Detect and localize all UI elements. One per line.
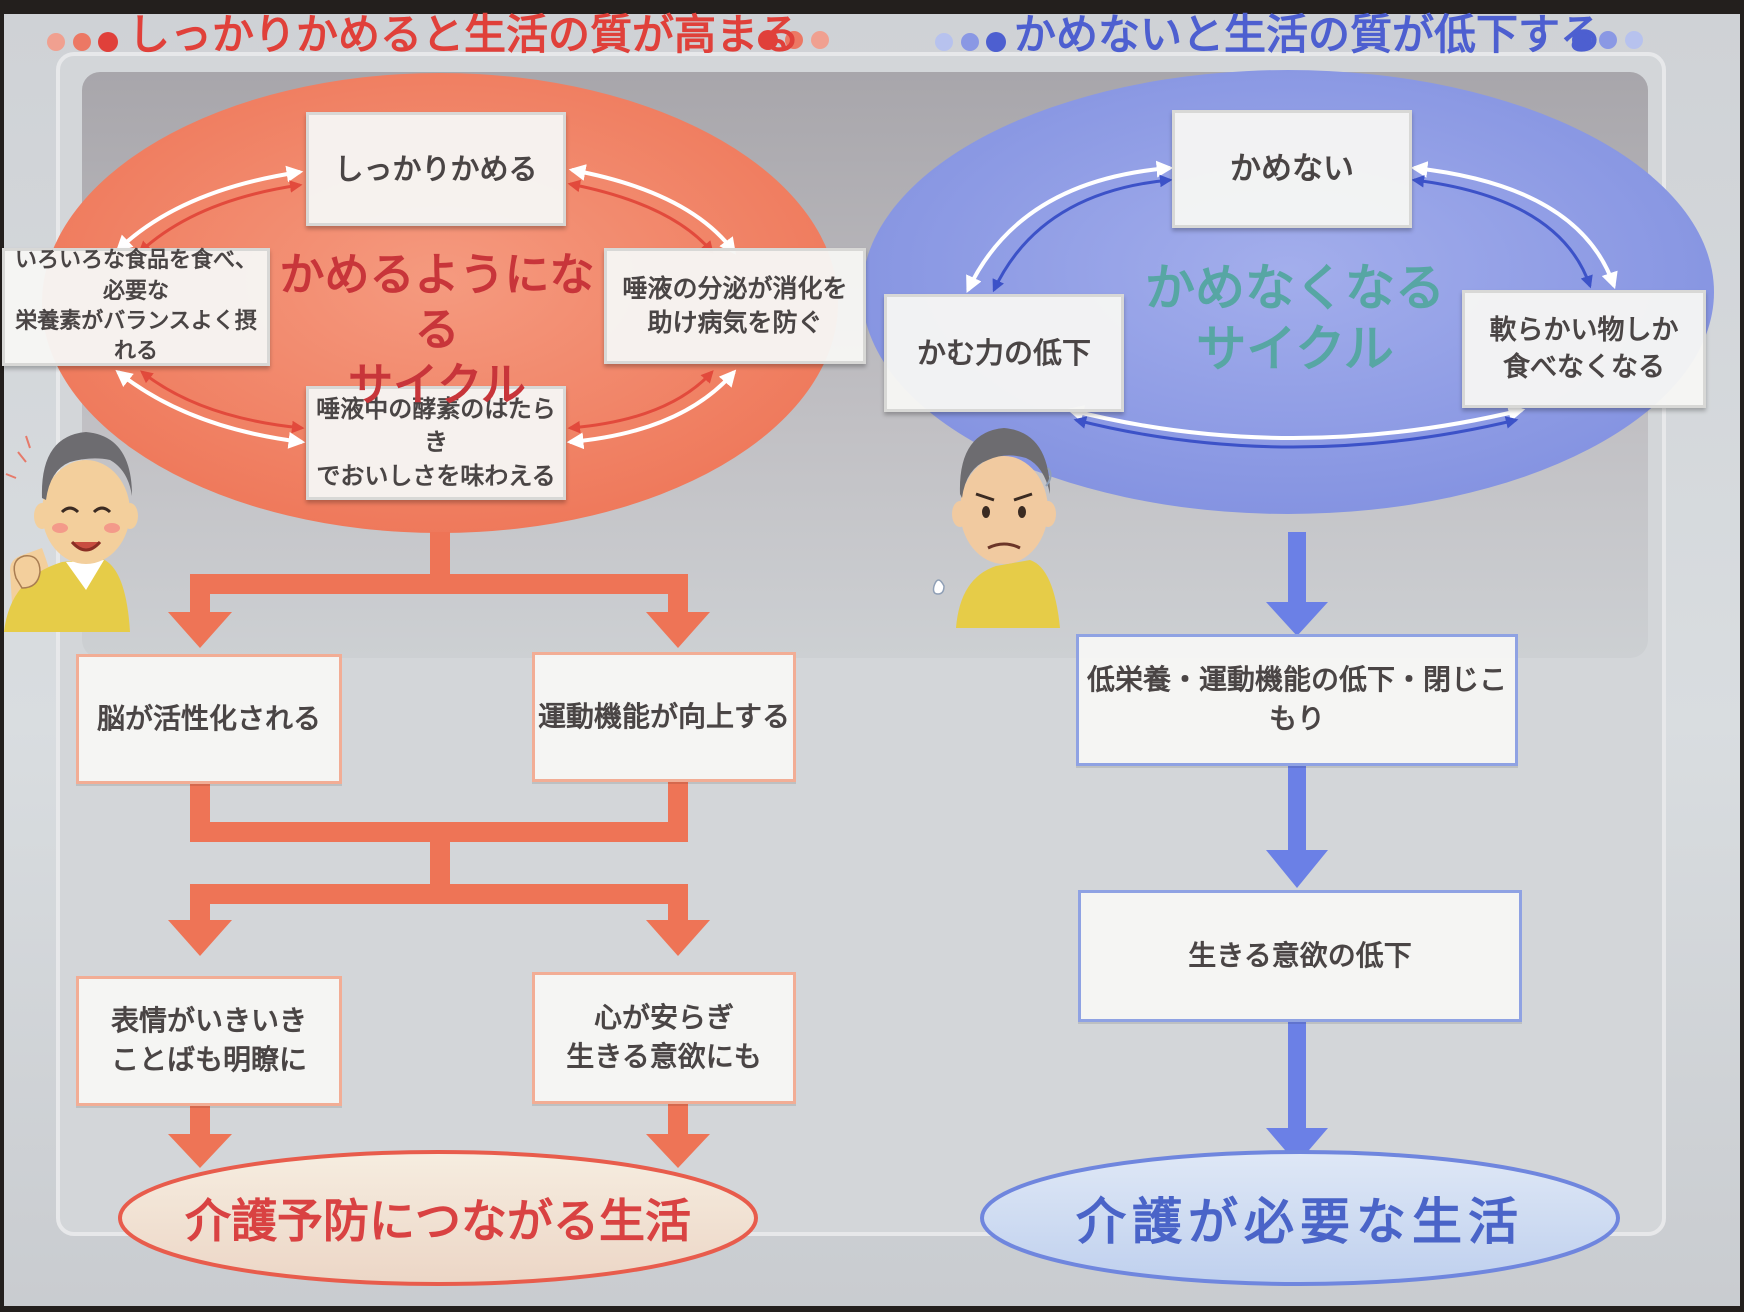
warm-outcome-ellipse: [118, 1150, 758, 1286]
cycle-node-cannot-chew: かめない: [1172, 110, 1412, 228]
effect-peace-of-mind: 心が安らぎ 生きる意欲にも: [532, 972, 796, 1104]
cool-flow-connectors: [1266, 532, 1328, 1164]
left-heading: しっかりかめると生活の質が高まる: [128, 10, 801, 59]
smiling-elderly-man-icon: [4, 432, 138, 632]
cycle-node-soft-food-only: 軟らかい物しか 食べなくなる: [1462, 290, 1706, 408]
effect-lively-expression: 表情がいきいき ことばも明瞭に: [76, 976, 342, 1106]
warm-cycle-arrows: [115, 164, 737, 450]
step-motivation-decline: 生きる意欲の低下: [1078, 890, 1522, 1022]
cool-cycle-arrows: [966, 160, 1618, 449]
cycle-node-chew-well: しっかりかめる: [306, 112, 566, 226]
step-malnutrition-withdrawal: 低栄養・運動機能の低下・閉じこもり: [1076, 634, 1518, 766]
cycle-node-balanced-nutrition: いろいろな食品を食べ、必要な 栄養素がバランスよく摂れる: [2, 248, 270, 366]
cycle-node-saliva-digestion: 唾液の分泌が消化を 助け病気を防ぐ: [604, 248, 866, 364]
cool-cycle-label: かめなくなる サイクル: [1145, 259, 1445, 378]
effect-motor-function-up: 運動機能が向上する: [532, 652, 796, 782]
outcome-care-prevention: 介護予防につながる生活: [185, 1194, 691, 1248]
cycle-node-chewing-power-decline: かむ力の低下: [884, 294, 1124, 412]
worried-elderly-man-icon: [932, 428, 1060, 628]
cycle-node-enzyme-taste: 唾液中の酵素のはたらき でおいしさを味わえる: [306, 386, 566, 500]
cool-outcome-ellipse: [980, 1150, 1620, 1286]
outcome-care-needed: 介護が必要な生活: [1076, 1193, 1524, 1251]
dot-ornament-icon: [47, 30, 1643, 52]
right-heading: かめないと生活の質が低下する: [1014, 10, 1603, 59]
warm-cycle-label: かめるようになる サイクル: [279, 248, 595, 411]
warm-flow-connectors: [168, 532, 710, 1168]
effect-brain-activation: 脳が活性化される: [76, 654, 342, 784]
